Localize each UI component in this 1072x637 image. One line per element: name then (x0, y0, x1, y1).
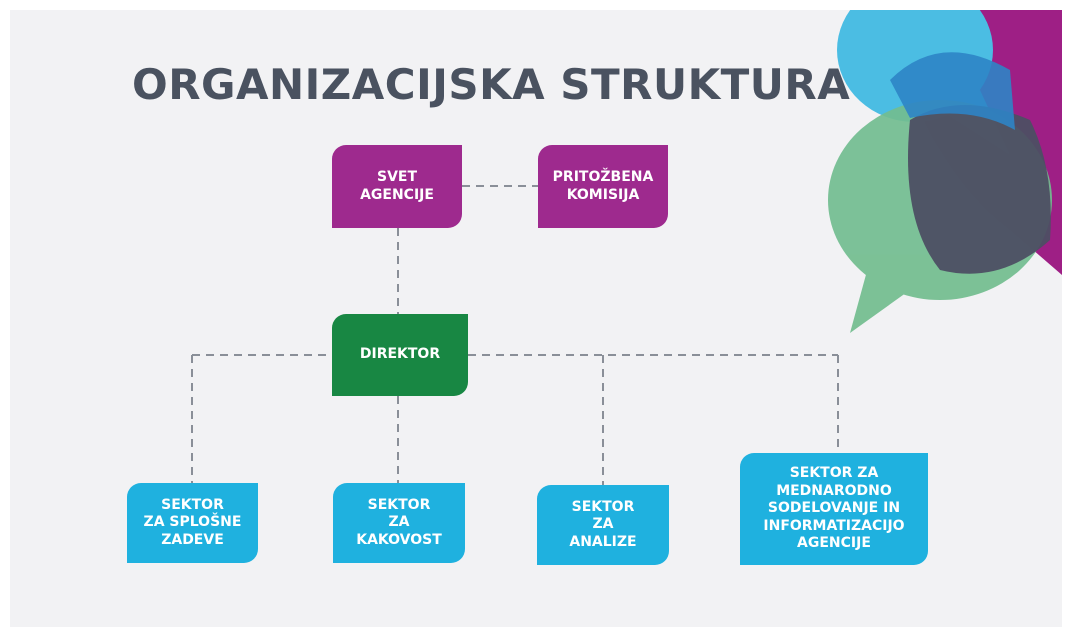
node-sektor-mednarodno-label: SEKTOR ZA MEDNARODNO SODELOVANJE IN INFO… (763, 465, 905, 552)
node-direktor: DIREKTOR (332, 314, 468, 396)
slide: ORGANIZACIJSKA STRUKTURA SVET AGENCIJE P… (10, 10, 1062, 627)
node-sektor-splosne-zadeve: SEKTOR ZA SPLOŠNE ZADEVE (127, 483, 258, 563)
node-svet-agencije-label: SVET AGENCIJE (360, 169, 434, 203)
overlap-dark (908, 105, 1051, 274)
node-svet-agencije: SVET AGENCIJE (332, 145, 462, 228)
node-sektor-mednarodno: SEKTOR ZA MEDNARODNO SODELOVANJE IN INFO… (740, 453, 928, 565)
speech-bubbles-decoration (828, 10, 1062, 333)
node-sektor-kakovost-label: SEKTOR ZA KAKOVOST (356, 496, 442, 548)
node-sektor-analize: SEKTOR ZA ANALIZE (537, 485, 669, 565)
node-sektor-kakovost: SEKTOR ZA KAKOVOST (333, 483, 465, 563)
page-title: ORGANIZACIJSKA STRUKTURA (132, 60, 851, 109)
node-direktor-label: DIREKTOR (359, 346, 441, 363)
node-sektor-analize-label: SEKTOR ZA ANALIZE (569, 498, 637, 550)
node-pritozbena-komisija-label: PRITOŽBENA KOMISIJA (552, 169, 654, 203)
node-pritozbena-komisija: PRITOŽBENA KOMISIJA (538, 145, 668, 228)
node-sektor-splosne-zadeve-label: SEKTOR ZA SPLOŠNE ZADEVE (143, 496, 242, 548)
overlap-blue (890, 52, 1015, 130)
connector-lines (191, 185, 839, 485)
